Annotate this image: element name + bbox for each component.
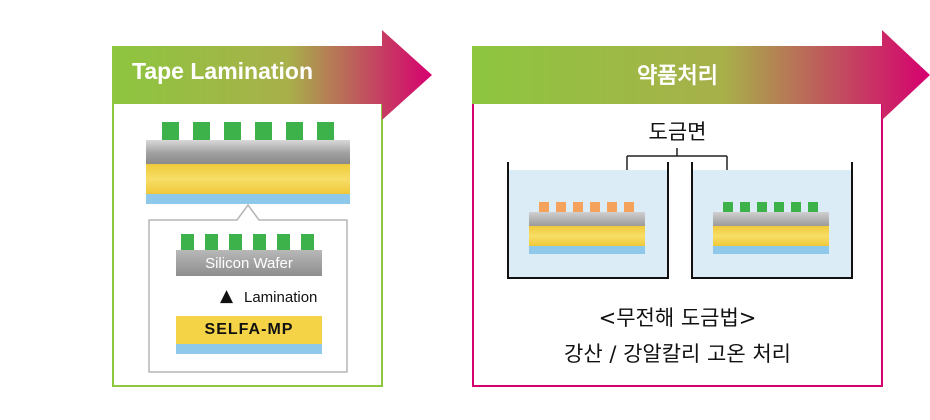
silicon-wafer-block: Silicon Wafer xyxy=(176,250,322,276)
pad xyxy=(255,122,272,140)
panel-chemical-treatment-header-arrow xyxy=(472,30,930,120)
pad xyxy=(286,122,303,140)
pad xyxy=(590,202,600,212)
pad xyxy=(193,122,210,140)
pad xyxy=(808,202,818,212)
wafer-layer xyxy=(146,140,350,164)
pad-row xyxy=(723,202,823,212)
wafer-layer xyxy=(529,212,645,226)
pad xyxy=(740,202,750,212)
selfa-mp-block: SELFA-MP xyxy=(176,316,322,344)
method-caption: <무전해 도금법> xyxy=(598,306,757,330)
pad xyxy=(317,122,334,140)
pad xyxy=(723,202,733,212)
pad xyxy=(205,234,218,250)
panel-tape-lamination-header-arrow xyxy=(112,30,432,120)
selfa-mp-label: SELFA-MP xyxy=(204,321,294,338)
pad xyxy=(556,202,566,212)
pad-row xyxy=(539,202,639,212)
lamination-label: Lamination xyxy=(244,289,318,306)
base-layer xyxy=(146,194,350,204)
treatment-caption: 강산 / 강알칼리 고온 처리 xyxy=(564,342,791,366)
inset-pad-row xyxy=(181,234,321,250)
base-layer xyxy=(529,246,645,254)
right-bath-sample xyxy=(713,202,829,254)
pad xyxy=(162,122,179,140)
pad xyxy=(229,234,242,250)
pad xyxy=(774,202,784,212)
selfa-mp-base xyxy=(176,344,322,354)
pad xyxy=(573,202,583,212)
top-stack xyxy=(146,120,350,204)
pad xyxy=(757,202,767,212)
pad xyxy=(277,234,290,250)
pad xyxy=(253,234,266,250)
pad xyxy=(224,122,241,140)
pad xyxy=(607,202,617,212)
silicon-wafer-label: Silicon Wafer xyxy=(205,254,293,272)
pad xyxy=(791,202,801,212)
lamination-triangle-icon: ▲ xyxy=(220,286,234,306)
tape-layer xyxy=(146,164,350,194)
pad xyxy=(301,234,314,250)
pad-row xyxy=(162,122,346,140)
tape-layer xyxy=(713,226,829,246)
panel-tape-lamination-title: Tape Lamination xyxy=(132,58,314,84)
pad xyxy=(624,202,634,212)
left-bath-sample xyxy=(529,202,645,254)
pad xyxy=(539,202,549,212)
panel-chemical-treatment-title: 약품처리 xyxy=(637,64,718,89)
plating-surface-callout: 도금면 xyxy=(648,120,707,144)
pad xyxy=(181,234,194,250)
tape-layer xyxy=(529,226,645,246)
base-layer xyxy=(713,246,829,254)
wafer-layer xyxy=(713,212,829,226)
